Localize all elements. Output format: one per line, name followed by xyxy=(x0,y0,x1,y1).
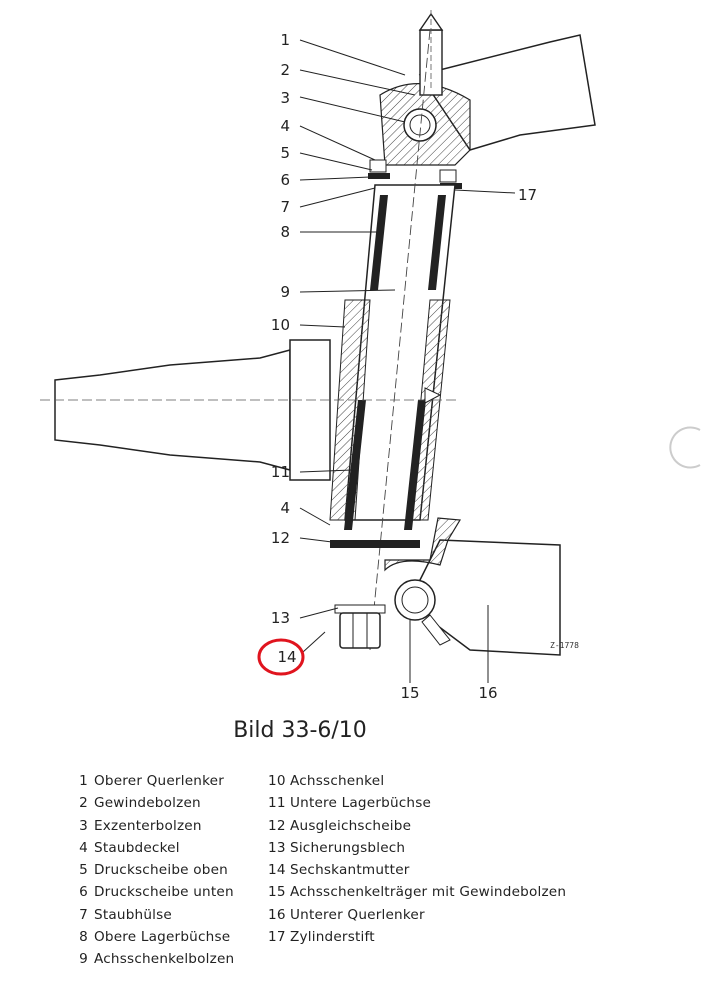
legend-item: 5 Druckscheibe oben xyxy=(72,859,234,881)
legend-item: 4 Staubdeckel xyxy=(72,837,234,859)
callout-11: 11 xyxy=(271,463,290,481)
legend-item: 9 Achsschenkelbolzen xyxy=(72,948,234,970)
callout-5: 5 xyxy=(280,144,290,162)
legend-item-number: 13 xyxy=(268,839,286,856)
stub-axle xyxy=(54,349,291,471)
lower-bushing-right xyxy=(404,400,426,530)
legend-item-number: 17 xyxy=(268,929,286,946)
knuckle-support-bolt xyxy=(394,579,436,621)
callout-2: 2 xyxy=(280,61,290,79)
legend-item-number: 8 xyxy=(79,929,88,946)
legend-item-number: 15 xyxy=(268,884,286,901)
legend-item-number: 2 xyxy=(79,795,88,812)
callout-13: 13 xyxy=(271,609,290,627)
callout-10: 10 xyxy=(271,316,290,334)
callout-17: 17 xyxy=(518,186,537,204)
legend-item: 2 Gewindebolzen xyxy=(72,792,234,814)
callout-9: 9 xyxy=(280,283,290,301)
legend-item-number: 9 xyxy=(79,951,88,968)
legend-item-number: 12 xyxy=(268,817,286,834)
legend-item: 6 Druckscheibe unten xyxy=(72,881,234,903)
callout-7: 7 xyxy=(280,198,290,216)
legend-item-label: Achsschenkel xyxy=(290,773,385,789)
legend-item: 8 Obere Lagerbüchse xyxy=(72,926,234,948)
legend-item-label: Achsschenkelträger mit Gewindebolzen xyxy=(290,884,567,901)
legend-item-number: 6 xyxy=(79,884,88,901)
legend-item: 3 Exzenterbolzen xyxy=(72,815,234,837)
legend-column-left: 1 Oberer Querlenker 2 Gewindebolzen 3 Exzente… xyxy=(72,770,234,971)
callout-16: 16 xyxy=(478,684,497,702)
figure-title: Bild 33-6/10 xyxy=(233,718,367,743)
callout-8: 8 xyxy=(280,223,290,241)
callout-1: 1 xyxy=(280,31,290,49)
dust-cap-upper xyxy=(369,159,387,173)
legend-item-label: Zylinderstift xyxy=(290,929,375,946)
callout-4-lower: 4 xyxy=(280,499,290,517)
callout-3: 3 xyxy=(280,89,290,107)
legend-item-number: 1 xyxy=(79,773,88,789)
legend-item-label: Gewindebolzen xyxy=(94,795,201,812)
highlight-circle xyxy=(257,638,305,676)
legend-item-number: 5 xyxy=(79,862,88,879)
legend-item-label: Oberer Querlenker xyxy=(94,773,225,789)
technical-drawing: 1 2 3 4 5 6 7 8 9 10 11 4 12 13 14 15 16… xyxy=(40,10,701,702)
compensation-washer xyxy=(330,540,420,548)
legend-item-number: 3 xyxy=(79,817,88,834)
legend-item-label: Exzenterbolzen xyxy=(94,817,202,834)
legend-item-label: Sicherungsblech xyxy=(290,839,406,856)
punch-hole-mark xyxy=(669,426,701,469)
legend-item-label: Ausgleichscheibe xyxy=(290,817,412,834)
legend-item-label: Sechskantmutter xyxy=(290,862,410,879)
legend-item-number: 11 xyxy=(268,795,286,812)
eccentric-bolt xyxy=(403,108,437,142)
legend-item-label: Unterer Querlenker xyxy=(290,906,425,923)
grease-nipple-lower xyxy=(421,614,451,646)
upper-bushing-right xyxy=(428,195,446,290)
legend-item: 7 Staubhülse xyxy=(72,904,234,926)
leader-lines xyxy=(299,39,516,683)
legend-item-number: 16 xyxy=(268,906,286,923)
lower-bushing xyxy=(344,400,366,530)
upper-bushing xyxy=(370,195,388,290)
hex-nut xyxy=(339,612,381,649)
legend-item-label: Druckscheibe unten xyxy=(94,884,234,901)
legend-item-label: Staubdeckel xyxy=(94,839,180,856)
lock-plate xyxy=(334,604,386,614)
callout-4: 4 xyxy=(280,117,290,135)
legend-item-number: 7 xyxy=(79,906,88,923)
lower-control-arm-hatch xyxy=(384,517,462,572)
thrust-washer-upper xyxy=(368,173,390,179)
steering-knuckle-hatch xyxy=(329,299,371,521)
grease-nipple xyxy=(424,387,442,404)
drawing-stamp: Z-1778 xyxy=(550,641,579,650)
legend-item-label: Untere Lagerbüchse xyxy=(290,795,432,812)
legend-item-label: Obere Lagerbüchse xyxy=(94,929,231,946)
legend-item-number: 4 xyxy=(79,839,88,856)
legend-item-number: 10 xyxy=(268,773,286,789)
legend-item-label: Achsschenkelbolzen xyxy=(94,951,235,968)
legend-item-label: Staubhülse xyxy=(94,906,172,923)
legend-item-number: 14 xyxy=(268,862,286,879)
legend-item: 1 Oberer Querlenker xyxy=(72,770,234,792)
callout-6: 6 xyxy=(280,171,290,189)
callout-15: 15 xyxy=(400,684,419,702)
dust-cap-upper-right xyxy=(439,169,457,183)
callout-14: 14 xyxy=(277,648,296,666)
stub-axle-flange xyxy=(289,339,331,481)
callout-12: 12 xyxy=(271,529,290,547)
legend-item-label: Druckscheibe oben xyxy=(94,862,228,879)
